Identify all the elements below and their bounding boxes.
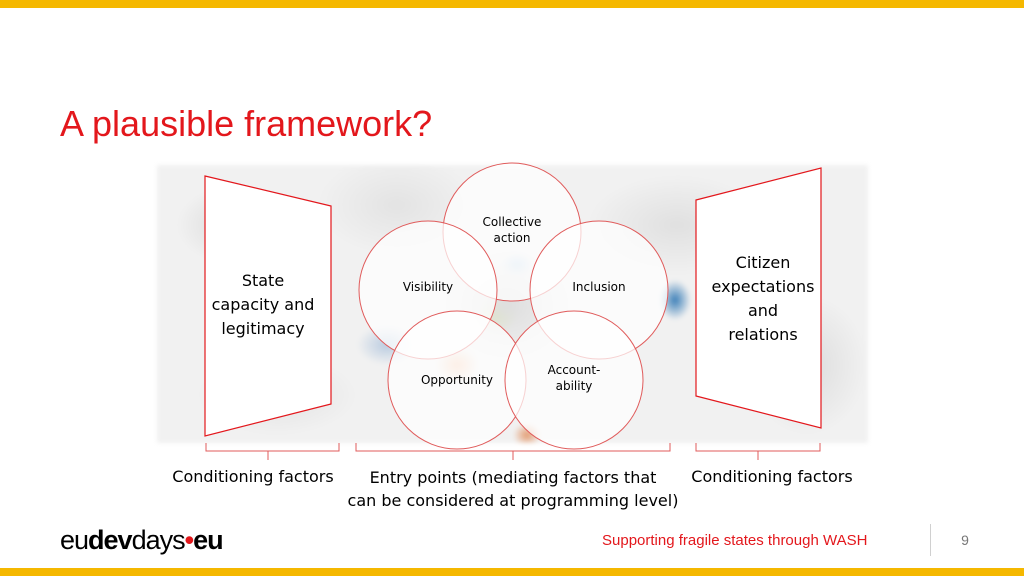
circle-accountability [504, 310, 644, 450]
right-panel-label: Citizen expectations and relations [711, 253, 815, 344]
slide-title: A plausible framework? [60, 103, 433, 144]
circle-label-visibility: Visibility [402, 280, 454, 294]
circle-label-inclusion: Inclusion [572, 280, 626, 294]
top-accent-bar [0, 0, 1024, 8]
eudevdays-logo: eudevdays•eu [60, 525, 224, 555]
circle-label-accountability: Account- ability [547, 363, 601, 394]
left-panel-label: State capacity and legitimacy [211, 271, 315, 338]
bottom-accent-bar [0, 568, 1024, 576]
left-brace [205, 443, 340, 460]
page-number: 9 [961, 532, 969, 548]
caption-left: Conditioning factors [172, 467, 334, 486]
footer-tagline: Supporting fragile states through WASH [602, 532, 868, 549]
caption-center: Entry points (mediating factors that can… [347, 468, 679, 511]
circle-label-collective-action: Collective action [482, 215, 542, 246]
right-brace [695, 443, 821, 460]
left-panel-shape [204, 175, 332, 437]
footer-divider [930, 524, 931, 556]
right-panel-shape [695, 167, 822, 429]
caption-right: Conditioning factors [691, 467, 853, 486]
circle-label-opportunity: Opportunity [420, 373, 493, 387]
center-brace [355, 443, 671, 460]
